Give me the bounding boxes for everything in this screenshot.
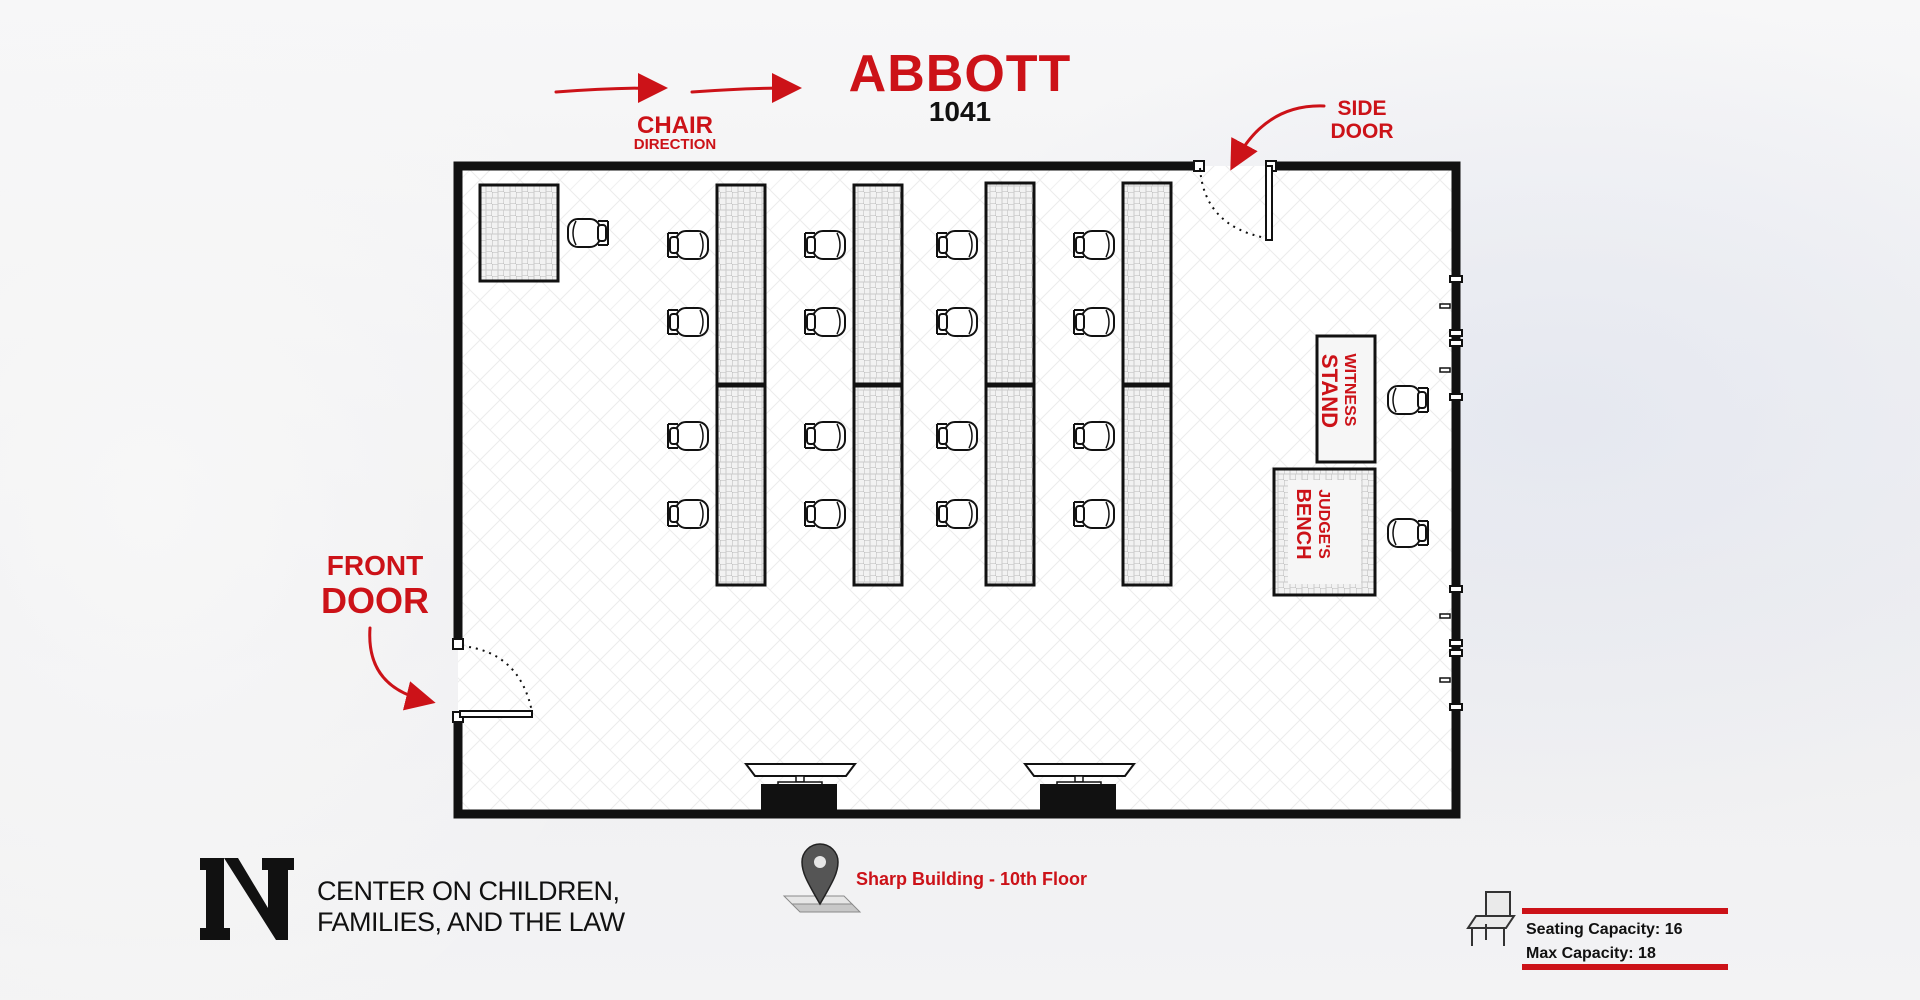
side-door-label: SIDE — [1337, 97, 1387, 120]
seating-capacity: Seating Capacity: 16 — [1526, 921, 1683, 938]
monitor-2 — [1023, 763, 1136, 812]
judges-bench-label-1: JUDGE'S — [1315, 489, 1332, 559]
chair-direction-sublabel: DIRECTION — [633, 136, 717, 153]
side-door-sublabel: DOOR — [1330, 120, 1394, 143]
front-door-sublabel: DOOR — [321, 580, 429, 621]
front-door — [452, 638, 533, 723]
max-capacity: Max Capacity: 18 — [1526, 945, 1656, 962]
witness-stand-label-wrap: WITNESS STAND — [1268, 354, 1418, 429]
front-door-label: FRONT — [326, 550, 424, 581]
chair-icon — [1466, 891, 1516, 946]
university-n-logo — [200, 858, 294, 940]
capacity-box: Seating Capacity: 16 Max Capacity: 18 — [1522, 908, 1728, 970]
witness-stand — [1315, 334, 1377, 464]
judges-bench-label-wrap: JUDGE'S BENCH — [1250, 488, 1400, 559]
tables — [715, 181, 1173, 587]
room-name: ABBOTT — [848, 45, 1072, 103]
room-number: 1041 — [928, 96, 992, 127]
side-door-arrow — [1230, 104, 1326, 171]
witness-stand-label-2: STAND — [1317, 353, 1342, 429]
map-pin-icon — [782, 843, 862, 913]
location-text: Sharp Building - 10th Floor — [856, 869, 1087, 889]
judges-bench-label-2: BENCH — [1292, 488, 1314, 560]
organization-name: CENTER ON CHILDREN, FAMILIES, AND THE LA… — [317, 876, 625, 938]
organization-line-1: CENTER ON CHILDREN, — [317, 876, 620, 906]
witness-stand-label-1: WITNESS — [1341, 353, 1358, 427]
chair-direction-label: CHAIR — [637, 112, 713, 139]
chair-direction-arrow-1 — [554, 73, 668, 104]
organization-line-2: FAMILIES, AND THE LAW — [317, 907, 625, 937]
front-door-arrow — [368, 626, 436, 711]
monitor-1 — [744, 763, 857, 812]
corner-desk — [478, 183, 560, 283]
side-door — [1193, 160, 1277, 241]
chair-direction-arrow-2 — [690, 73, 802, 104]
